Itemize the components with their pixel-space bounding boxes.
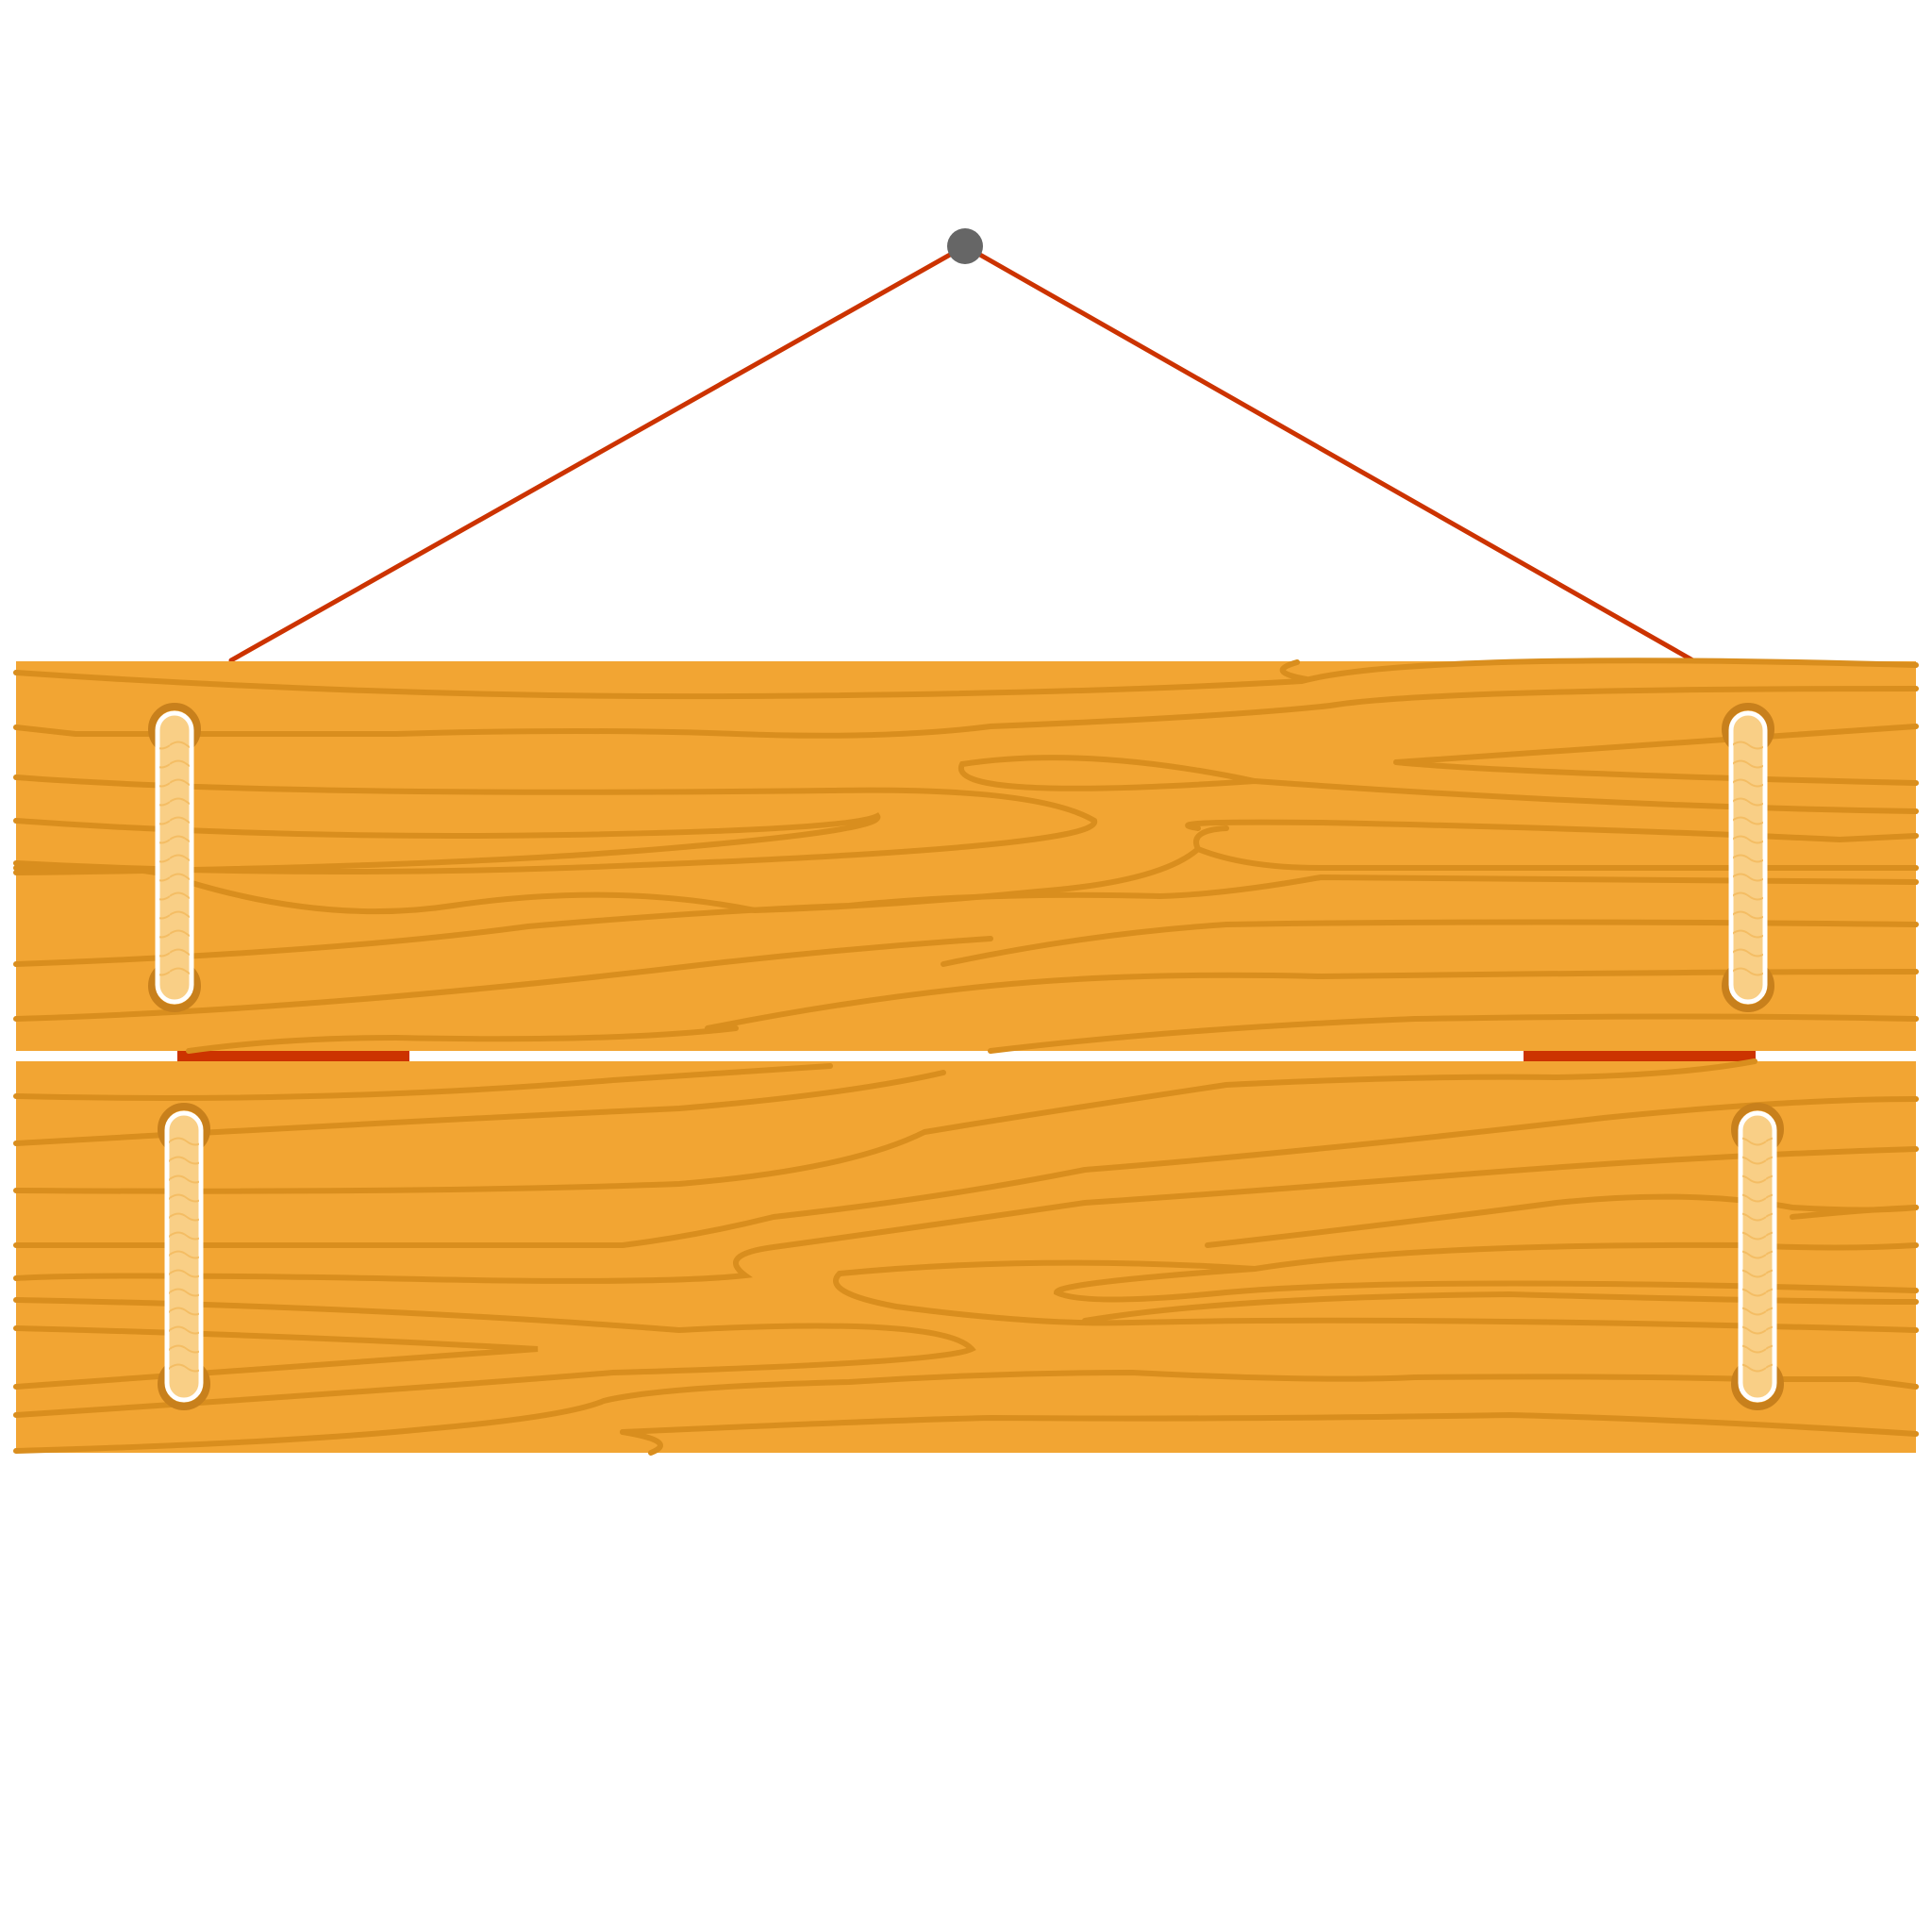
plank-connector-left — [177, 1051, 409, 1062]
rope-strap-top-left — [148, 703, 201, 1012]
rope-strap-bottom-left — [158, 1103, 210, 1410]
hanging-rope — [228, 243, 1699, 665]
rope-left-segment — [228, 243, 968, 663]
wood-grain-top — [13, 658, 1919, 1054]
plank-connector-right — [1524, 1051, 1756, 1062]
nail-icon — [947, 228, 983, 264]
wood-plank-bottom — [13, 1058, 1919, 1456]
rope-right-segment — [962, 243, 1699, 665]
wood-plank-top — [13, 658, 1919, 1054]
rope-strap-top-right — [1722, 703, 1774, 1012]
rope-strap-bottom-right — [1731, 1103, 1784, 1410]
